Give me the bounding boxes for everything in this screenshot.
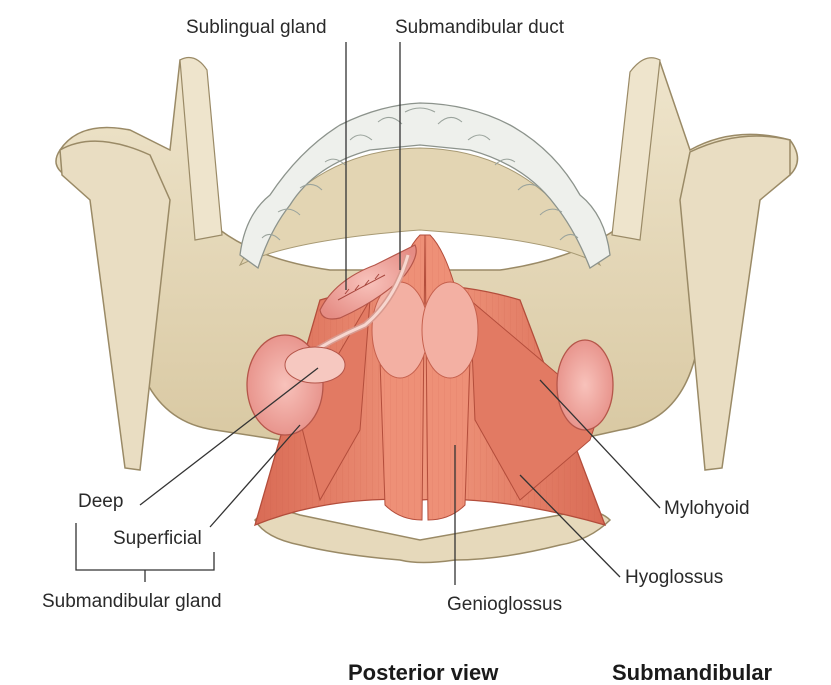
leader-hyoglossus (519, 474, 621, 578)
sublingual-gland (319, 244, 417, 320)
submandibular-gland-right (556, 339, 614, 431)
right-coronoid (611, 57, 661, 241)
label-sublingual-gland: Sublingual gland (186, 17, 327, 38)
submandibular-gland-left (246, 334, 346, 436)
label-superficial: Superficial (113, 528, 202, 549)
left-ramus (59, 140, 171, 471)
tooth-row (239, 102, 611, 270)
right-ramus (679, 135, 791, 471)
label-deep: Deep (78, 491, 124, 512)
label-submandibular-gland: Submandibular gland (42, 591, 222, 612)
left-coronoid (179, 57, 223, 241)
geniohyoid-left (371, 281, 429, 379)
label-genioglossus: Genioglossus (447, 594, 563, 615)
leader-mylohyoid (539, 379, 661, 509)
label-hyoglossus: Hyoglossus (625, 567, 724, 588)
bracket-submandibular (75, 523, 215, 582)
leader-deep (139, 367, 319, 506)
label-submandibular-duct: Submandibular duct (395, 17, 564, 38)
cutoff-text-right: Submandibular (612, 660, 773, 685)
geniohyoid-right (421, 281, 479, 379)
label-mylohyoid: Mylohyoid (664, 498, 750, 519)
leader-lines (75, 42, 661, 585)
mandible (55, 57, 799, 564)
leader-superficial (209, 424, 301, 528)
cutoff-text-left: Posterior view (348, 660, 499, 685)
